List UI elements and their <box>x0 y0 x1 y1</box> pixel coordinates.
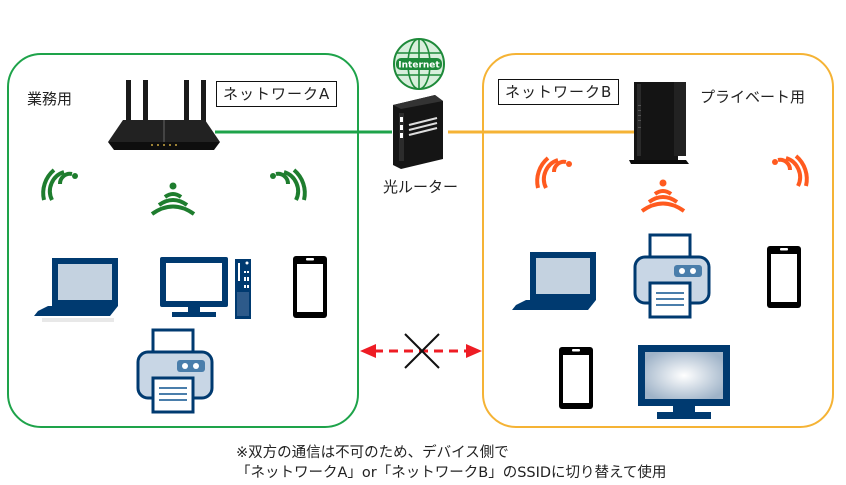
network-a-label: ネットワークA <box>216 81 338 107</box>
zone-a-purpose-label: 業務用 <box>27 90 73 108</box>
internet-label: Internet <box>398 61 440 71</box>
laptop-icon-a <box>34 258 118 322</box>
wifi-signal-icon-a-center <box>150 182 196 216</box>
optical-router-label: 光ルーター <box>383 178 459 196</box>
printer-icon-b <box>633 233 711 319</box>
wifi-signal-icon-b-center <box>640 179 686 213</box>
wifi-signal-icon-a-left <box>41 168 78 201</box>
laptop-icon-b <box>512 252 596 310</box>
cross-mark-icon <box>404 333 440 369</box>
network-b-label: ネットワークB <box>498 79 620 105</box>
printer-icon-a <box>136 328 214 414</box>
smartphone-icon-b-right <box>767 246 801 308</box>
zone-b-purpose-label: プライベート用 <box>700 88 806 106</box>
smartphone-icon-a <box>293 256 327 318</box>
wifi-signal-icon-b-left <box>535 156 572 189</box>
wifi-signal-icon-b-right <box>772 154 809 187</box>
wifi-signal-icon-a-right <box>270 168 307 201</box>
smartphone-icon-b-bottom <box>559 347 593 409</box>
footnote-line-1: ※双方の通信は不可のため、デバイス側で <box>236 445 509 461</box>
desktop-pc-icon <box>160 257 251 319</box>
footnote-line-2: 「ネットワークA」or「ネットワークB」のSSIDに切り替えて使用 <box>236 465 667 481</box>
zone-network-b <box>482 53 834 428</box>
monitor-icon-b <box>638 345 730 419</box>
wifi-router-a-icon <box>108 80 220 150</box>
optical-router-icon <box>393 95 443 169</box>
internet-globe-icon: Internet <box>393 38 445 90</box>
wifi-router-b-icon <box>629 82 689 164</box>
zone-network-a <box>7 53 359 428</box>
